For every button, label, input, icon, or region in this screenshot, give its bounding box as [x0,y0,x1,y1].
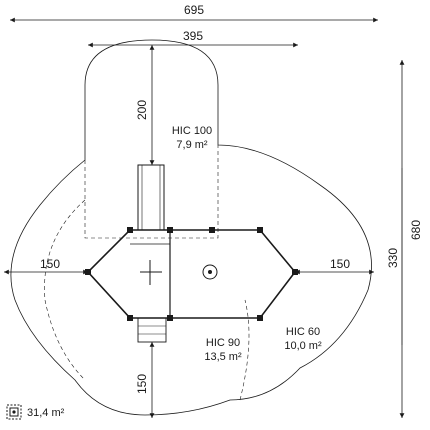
total-area-label: 31,4 m² [27,407,65,419]
area-icon [6,404,22,420]
hic60-area: 10,0 m² [284,340,322,352]
dim-overall-height: 680 [409,220,423,240]
hic90-area: 13,5 m² [204,351,242,363]
slide [137,164,165,231]
hic60-name: HIC 60 [286,326,320,338]
outer-safety-zone [10,39,372,416]
ladder [137,317,167,343]
dim-right-offset: 150 [330,257,350,271]
dim-overall-width: 695 [184,3,204,17]
corner-post [127,227,133,233]
ship-platform [86,229,297,319]
corner-post [209,227,215,233]
corner-post [257,227,263,233]
dim-side-height: 330 [386,248,400,268]
hic90-name: HIC 90 [206,337,240,349]
hic90-zone-boundary [44,199,86,381]
ship-wheel [202,264,218,280]
ship-wheel-hub [208,270,212,274]
hic100-name: HIC 100 [172,125,212,137]
dim-left-offset: 150 [40,257,60,271]
corner-post [127,315,133,321]
corner-post [257,315,263,321]
dim-top-width: 395 [183,29,203,43]
corner-post [167,227,173,233]
corner-post [167,315,173,321]
hic100-zone-boundary [84,145,219,239]
dim-top-depth: 200 [135,100,149,120]
hic60-zone-boundary [239,299,250,401]
dim-bottom-depth: 150 [135,374,149,394]
hic100-area: 7,9 m² [176,139,208,151]
